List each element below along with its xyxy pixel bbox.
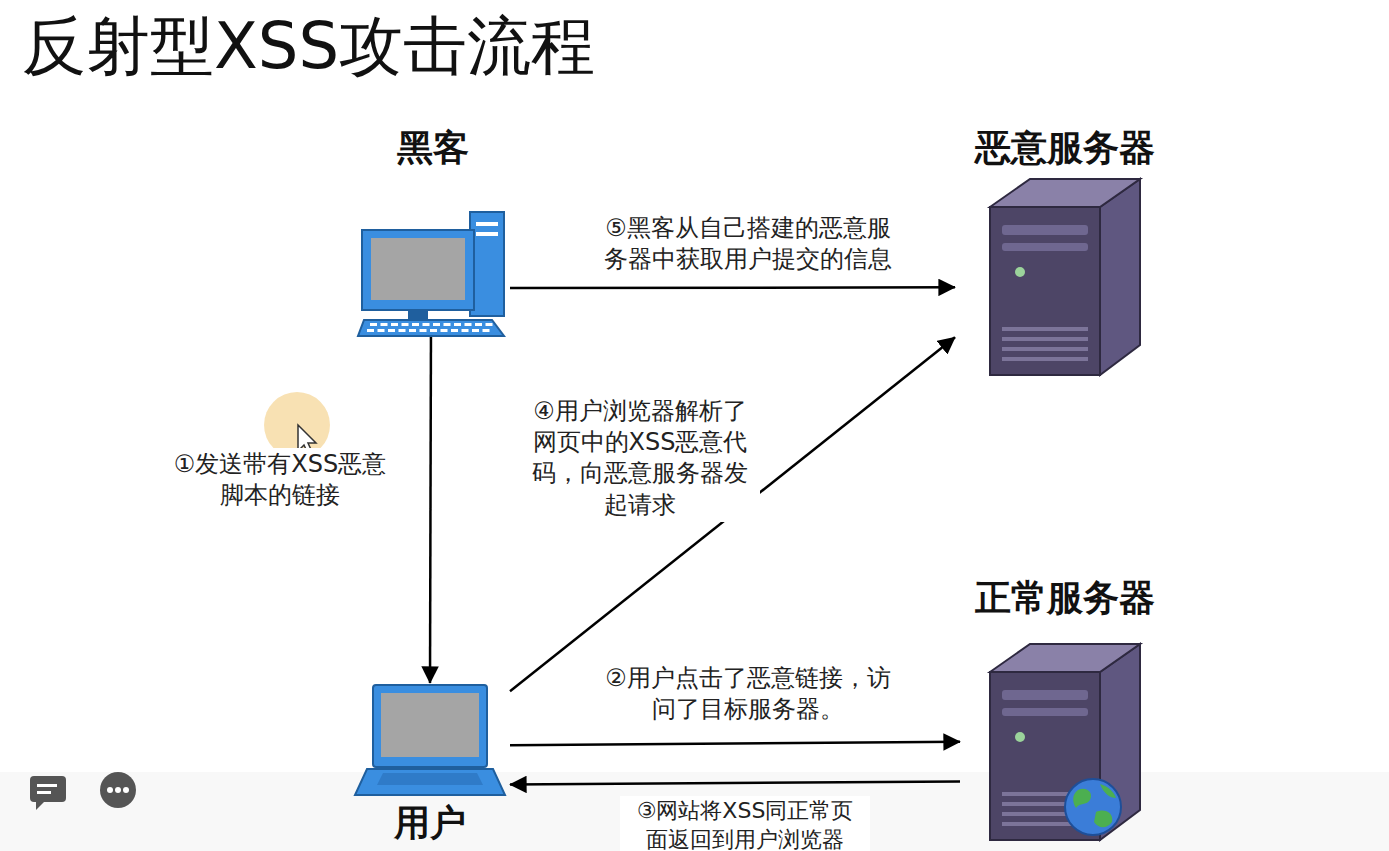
icon-part [370,323,377,326]
server-icon [990,177,1140,375]
step-label: ⑤黑客从自己搭建的恶意服 务器中获取用户提交的信息 [588,212,908,276]
icon-part [464,323,471,326]
slide-title: 反射型XSS攻击流程 [22,6,595,86]
icon-part [990,179,1140,207]
actor-label: 黑客 [355,125,510,172]
icon-part [990,207,1100,375]
step-label: ④用户浏览器解析了 网页中的XSS恶意代 码，向恶意服务器发 起请求 [520,395,760,522]
icon-part [485,323,492,326]
actor-node: 正常服务器 [960,575,1170,840]
icon-part [408,310,428,319]
laptop-icon [355,683,505,798]
comment-icon-line [37,784,57,787]
flow-arrow [510,742,960,745]
actor-label: 用户 [350,800,510,847]
more-icon-dot [107,787,113,793]
icon-part [367,323,493,332]
flow-arrow [510,782,960,785]
icon-part [371,238,465,300]
icon-part [443,323,450,326]
step-label: ③网站将XSS同正常页 面返回到用户浏览器 [620,796,870,851]
icon-part [990,177,1140,375]
icon-part [401,323,408,326]
icon-part [355,769,505,795]
icon-part [1100,179,1140,375]
icon-part [475,323,482,326]
icon-part [367,329,374,332]
actor-node: 黑客 [355,125,510,337]
icon-part [476,222,498,226]
icon-part [440,329,447,332]
icon-part [409,329,416,332]
icon-part [419,329,426,332]
icon-part [373,685,487,767]
flow-arrow [510,337,955,691]
icon-part [476,232,498,236]
comment-icon-line [37,791,51,794]
icon-part [380,323,387,326]
actor-label: 正常服务器 [960,575,1170,622]
icon-part [1100,784,1116,798]
icon-part [355,683,505,798]
icon-part [470,212,504,316]
icon-part [1015,732,1025,742]
flow-arrow [510,286,955,289]
comment-icon [30,776,66,802]
icon-part [433,323,440,326]
icon-part [1002,327,1088,331]
icon-part [430,329,437,332]
icon-part [377,329,384,332]
step-label: ②用户点击了恶意链接，访 问了目标服务器。 [588,662,908,726]
actor-node: 恶意服务器 [955,125,1175,375]
icon-part [461,329,468,332]
actor-label: 恶意服务器 [955,125,1175,172]
icon-part [391,323,398,326]
icon-part [472,329,479,332]
more-icon [100,772,136,808]
icon-part [1002,225,1088,235]
icon-part [388,329,395,332]
actor-node: 用户 [350,683,510,847]
icon-part [451,329,458,332]
icon-part [1002,337,1088,341]
icon-part [377,773,483,785]
icon-part [1002,347,1088,351]
icon-part [398,329,405,332]
icon-part [1002,708,1088,716]
icon-part [358,320,504,336]
server-icon [990,642,1140,840]
more-icon-dot [115,787,121,793]
comment-icon-tail [36,802,44,810]
computer-icon [358,212,508,337]
icon-part [1015,267,1025,277]
icon-part [1002,690,1088,700]
icon-part [1002,357,1088,361]
icon-part [358,212,508,337]
flow-arrow [429,337,432,683]
icon-part [422,323,429,326]
icon-part [482,329,489,332]
icon-part [381,693,479,757]
more-icon-dot [123,787,129,793]
icon-part [1002,243,1088,251]
icon-part [1073,789,1091,808]
icon-part [362,230,474,310]
icon-part [990,644,1140,672]
step-label: ①发送带有XSS恶意 脚本的链接 [155,448,405,512]
icon-part [454,323,461,326]
icon-part [1094,810,1112,827]
icon-part [412,323,419,326]
icon-part [1065,779,1121,835]
icon-part [990,642,1140,840]
